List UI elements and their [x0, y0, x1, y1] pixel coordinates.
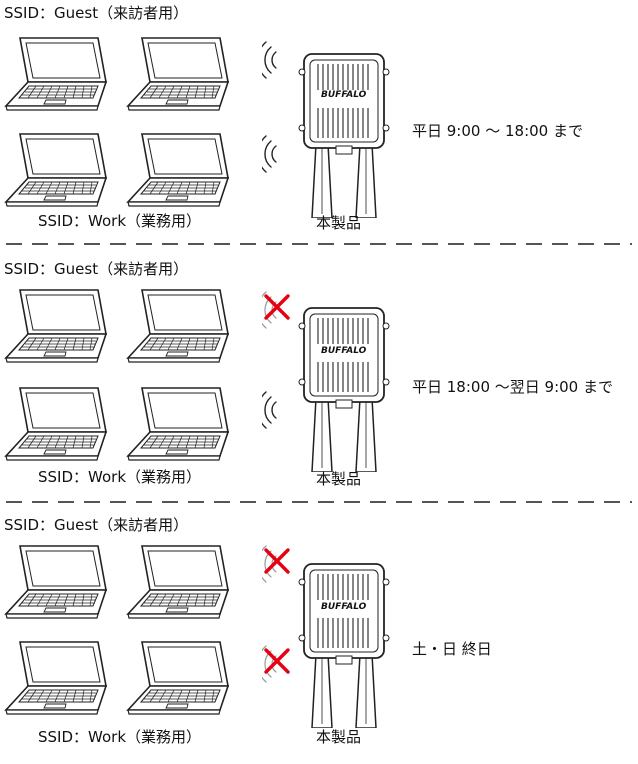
- scenario-weekday-night: SSID：Guest（来訪者用） BUFFALO 平日 18:00 ～翌日 9:…: [0, 256, 638, 508]
- brand-logo: BUFFALO: [319, 346, 369, 356]
- work-ssid-label: SSID：Work（業務用）: [38, 212, 202, 230]
- laptop-icon: [124, 542, 232, 622]
- work-wifi-signal-icon: [262, 390, 300, 430]
- access-point-icon: [298, 558, 390, 728]
- laptop-icon: [124, 34, 232, 114]
- laptop-icon: [2, 384, 110, 464]
- x-mark-icon: [262, 646, 292, 676]
- scenario-weekday-daytime: SSID：Guest（来訪者用） BUFFALO 平日 9:00 ～ 18:00…: [0, 0, 638, 252]
- schedule-text: 土・日 終日: [412, 640, 492, 658]
- product-label: 本製品: [316, 214, 362, 232]
- x-mark-icon: [262, 546, 292, 576]
- laptop-icon: [2, 130, 110, 210]
- product-label: 本製品: [316, 470, 362, 488]
- access-point-icon: [298, 48, 390, 218]
- laptop-icon: [124, 384, 232, 464]
- guest-ssid-label: SSID：Guest（来訪者用）: [4, 260, 189, 278]
- guest-ssid-label: SSID：Guest（来訪者用）: [4, 4, 189, 22]
- work-ssid-label: SSID：Work（業務用）: [38, 468, 202, 486]
- schedule-text: 平日 18:00 ～翌日 9:00 まで: [412, 378, 613, 396]
- laptop-icon: [124, 130, 232, 210]
- divider: [6, 243, 632, 245]
- work-wifi-signal-icon: [262, 134, 300, 174]
- laptop-icon: [2, 286, 110, 366]
- guest-ssid-label: SSID：Guest（来訪者用）: [4, 516, 189, 534]
- laptop-icon: [2, 542, 110, 622]
- schedule-text: 平日 9:00 ～ 18:00 まで: [412, 122, 583, 140]
- brand-logo: BUFFALO: [319, 90, 369, 100]
- access-point-icon: [298, 302, 390, 472]
- scenario-weekend: SSID：Guest（来訪者用） BUFFALO 土・日 終日 SSID：Wor…: [0, 512, 638, 764]
- laptop-icon: [2, 638, 110, 718]
- product-label: 本製品: [316, 728, 362, 746]
- laptop-icon: [124, 638, 232, 718]
- divider: [6, 501, 632, 503]
- laptop-icon: [124, 286, 232, 366]
- guest-wifi-signal-icon: [262, 40, 300, 80]
- x-mark-icon: [262, 292, 292, 322]
- work-ssid-label: SSID：Work（業務用）: [38, 728, 202, 746]
- brand-logo: BUFFALO: [319, 602, 369, 612]
- laptop-icon: [2, 34, 110, 114]
